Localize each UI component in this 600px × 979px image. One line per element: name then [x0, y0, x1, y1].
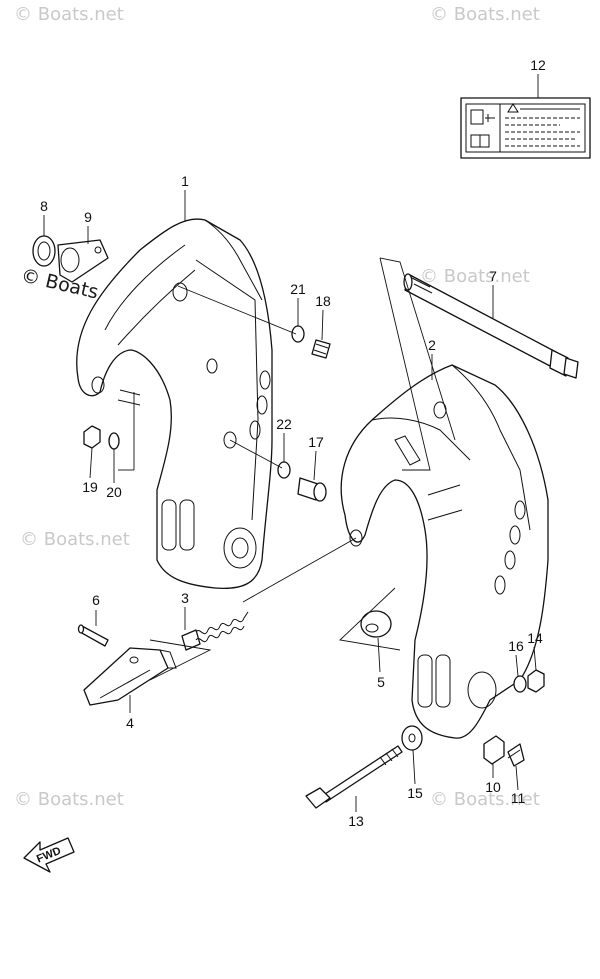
- tilt-tube-part: [403, 273, 579, 379]
- bolt-small-part: [507, 743, 525, 767]
- washer-lower-part: [277, 461, 291, 479]
- callout-10: 10: [485, 779, 501, 795]
- clamp-lever-part: [83, 647, 177, 706]
- nut-right-part: [527, 669, 545, 693]
- callout-7: 7: [489, 268, 497, 284]
- callout-5: 5: [377, 674, 385, 690]
- callout-11: 11: [511, 790, 526, 806]
- forward-arrow-icon: FWD: [23, 837, 75, 873]
- washer-large-part: [401, 725, 423, 751]
- callout-22: 22: [276, 416, 292, 432]
- bolt-upper-part: [311, 339, 331, 359]
- callout-18: 18: [315, 293, 331, 309]
- nut-left-part: [83, 425, 101, 449]
- watermark-top-left: © Boats.net: [14, 4, 124, 25]
- washer-upper-part: [291, 325, 305, 343]
- callout-19: 19: [82, 479, 98, 495]
- cap-part: [360, 610, 392, 638]
- clamp-bracket-right-part: [340, 364, 549, 739]
- callout-6: 6: [92, 592, 100, 608]
- callout-17: 17: [308, 434, 324, 450]
- bolt-lower-part: [297, 477, 327, 502]
- plate-part: [57, 239, 109, 283]
- clamp-bracket-left-part: [76, 218, 273, 590]
- callout-3: 3: [181, 590, 189, 606]
- long-bolt-part: [305, 745, 403, 809]
- caution-label-part: [460, 97, 591, 159]
- callout-8: 8: [40, 198, 48, 214]
- watermark-bottom-left: © Boats.net: [14, 789, 124, 810]
- spring-part: [181, 611, 249, 651]
- callout-21: 21: [290, 281, 306, 297]
- watermark-lower-left: © Boats.net: [20, 529, 130, 550]
- callout-16: 16: [508, 638, 524, 654]
- pin-part: [77, 624, 109, 647]
- washer-left-part: [108, 432, 120, 450]
- watermark-bottom-right: © Boats.net: [430, 789, 540, 810]
- bushing-part: [32, 235, 56, 267]
- callout-14: 14: [527, 630, 543, 646]
- watermark-top-right: © Boats.net: [430, 4, 540, 25]
- collar-part: [483, 735, 505, 765]
- washer-right-part: [513, 675, 527, 693]
- callout-9: 9: [84, 209, 92, 225]
- callout-2: 2: [428, 337, 436, 353]
- callout-13: 13: [348, 813, 364, 829]
- watermark-mid-right: © Boats.net: [420, 266, 530, 287]
- callout-15: 15: [407, 785, 423, 801]
- callout-20: 20: [106, 484, 122, 500]
- callout-4: 4: [126, 715, 134, 731]
- callout-12: 12: [530, 57, 546, 73]
- callout-1: 1: [181, 173, 189, 189]
